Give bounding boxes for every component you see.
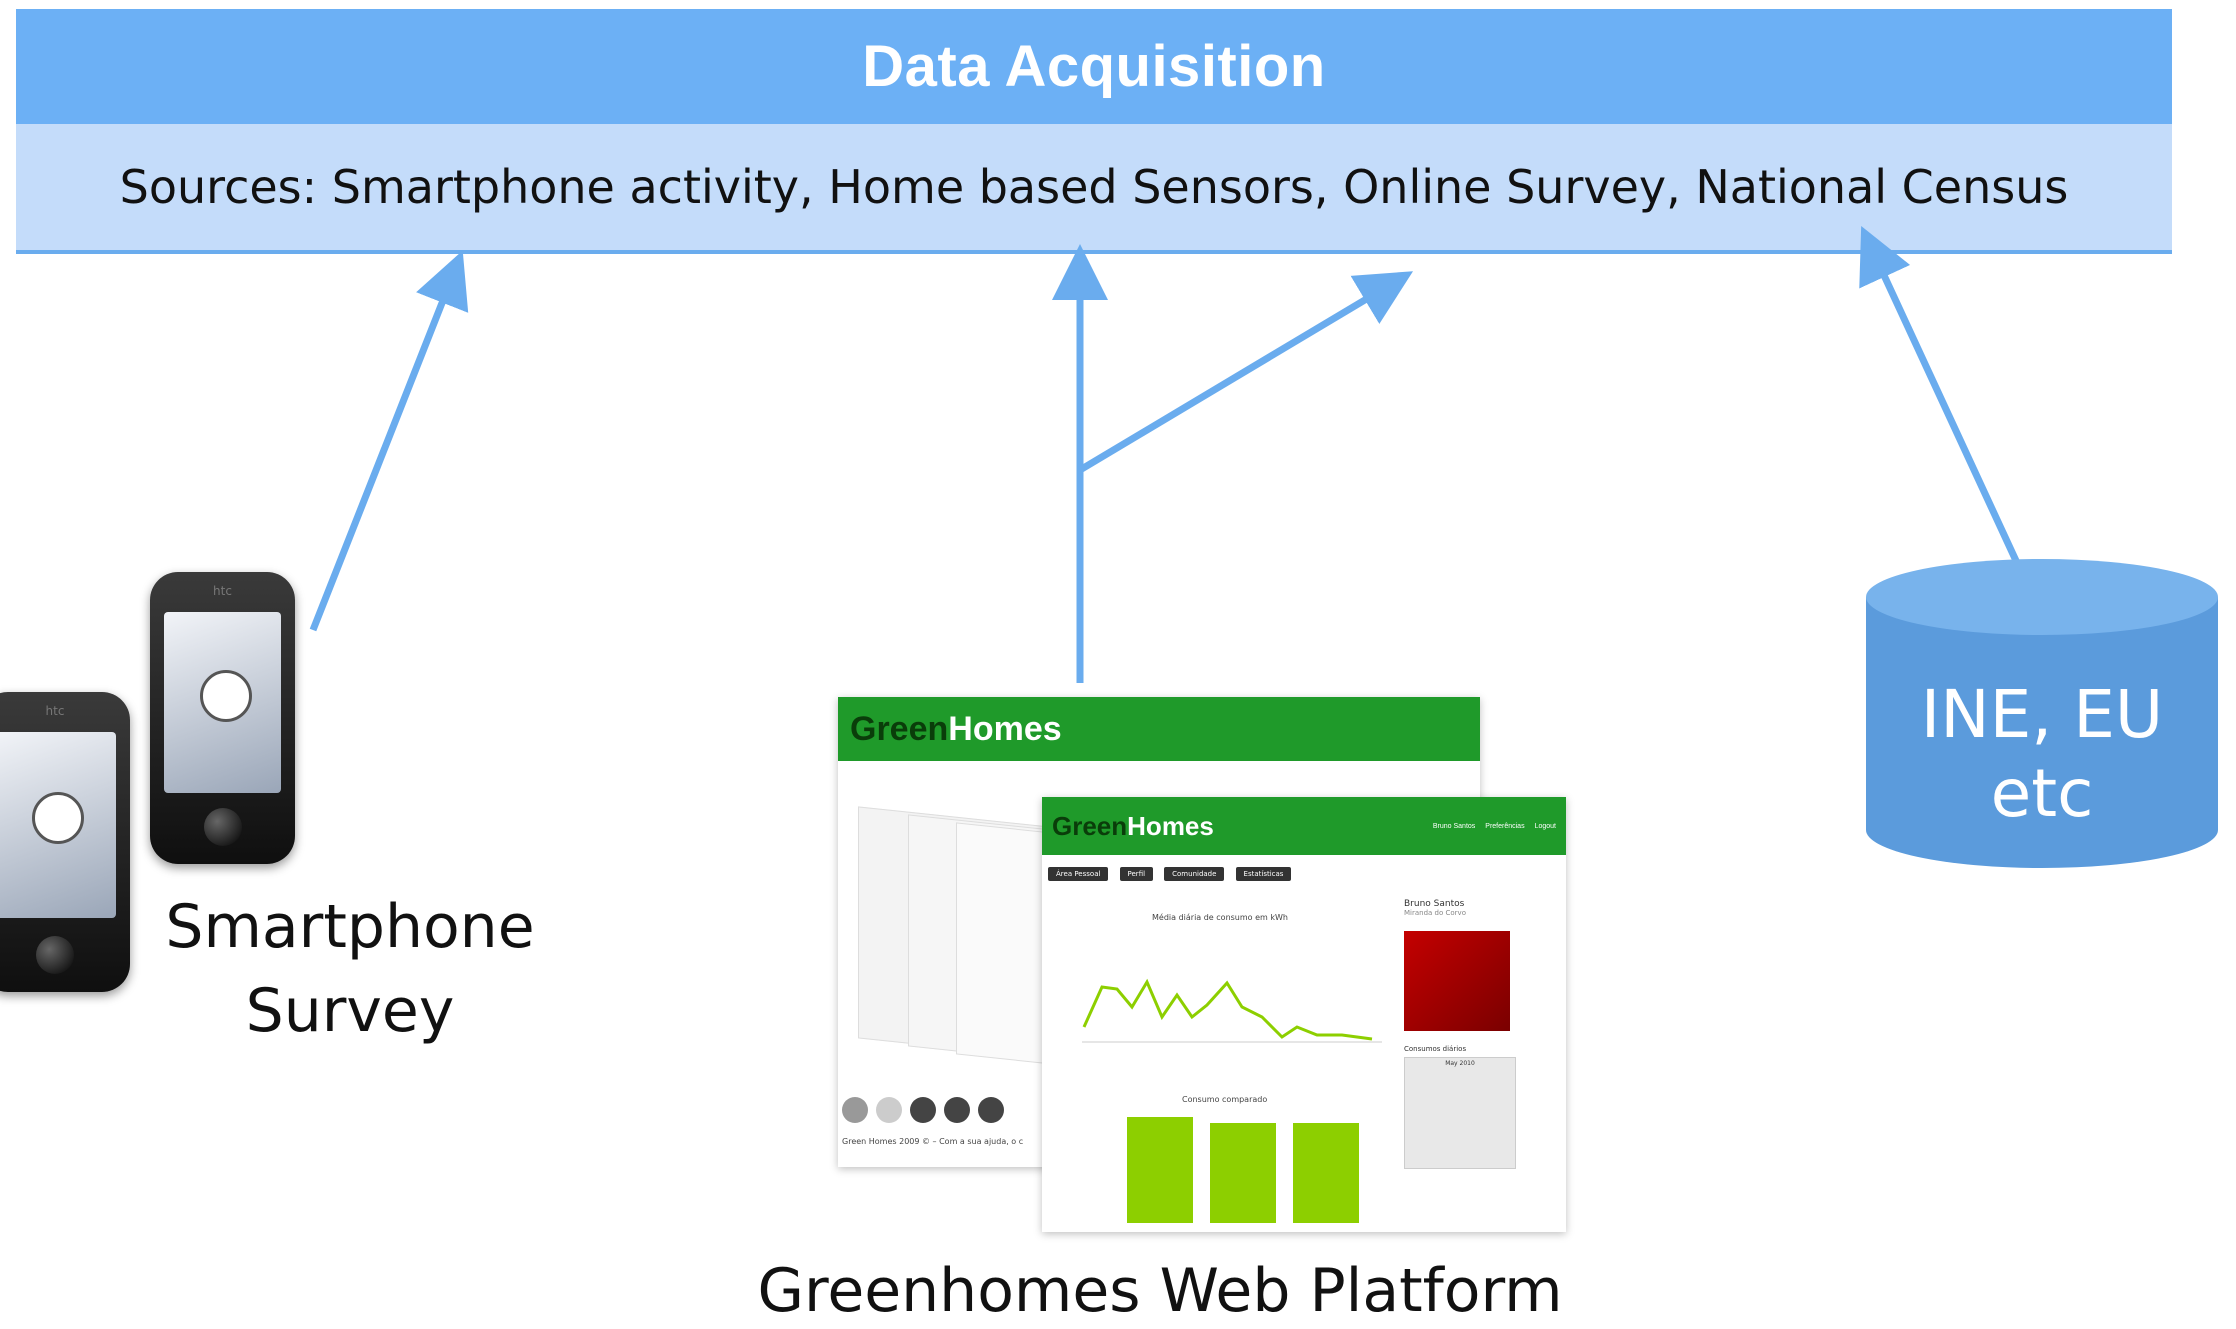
database-label-line2: etc (1990, 755, 2094, 833)
sources-bar: Sources: Smartphone activity, Home based… (16, 124, 2172, 254)
arrow-web-branch (1078, 271, 1414, 474)
sources-text: Sources: Smartphone activity, Home based… (119, 160, 2069, 214)
smartphone-front: htc (0, 692, 130, 992)
header-bar: Data Acquisition (16, 9, 2172, 124)
tab-comunidade[interactable]: Comunidade (1164, 867, 1225, 881)
arrow-database (1859, 225, 2022, 567)
clock-icon (32, 791, 84, 844)
database-cylinder (1866, 559, 2218, 868)
nav-user[interactable]: Bruno Santos (1432, 822, 1476, 830)
database-label: INE, EU etc (1866, 675, 2218, 833)
profile-place: Miranda do Corvo (1404, 909, 1466, 917)
smartphone-caption: Smartphone Survey (150, 885, 550, 1053)
nav-preferences[interactable]: Preferências (1485, 822, 1525, 830)
clock-icon (199, 669, 252, 722)
logo-homes: Homes (1127, 810, 1214, 841)
calendar: May 2010 (1404, 1057, 1516, 1169)
tab-perfil[interactable]: Perfil (1119, 867, 1154, 881)
smartphone-caption-line1: Smartphone (165, 892, 535, 962)
logo-green: Green (850, 709, 949, 748)
database-label-line1: INE, EU (1920, 676, 2164, 753)
web-platform-caption: Greenhomes Web Platform (757, 1256, 1563, 1326)
logo-green: Green (1052, 810, 1128, 841)
header-title: Data Acquisition (862, 34, 1326, 99)
arrow-smartphone (309, 250, 469, 632)
logo-homes: Homes (948, 709, 1062, 748)
bar-portugal (1293, 1123, 1359, 1223)
chart2-legend: Consumo comparado (1182, 1095, 1268, 1104)
bar-bruno (1127, 1117, 1193, 1223)
calendar-month: May 2010 (1445, 1060, 1475, 1067)
web-screenshot-front: GreenHomes Bruno Santos Preferências Log… (1042, 797, 1566, 1232)
smartphone-caption-line2: Survey (245, 976, 455, 1046)
avatar (1404, 931, 1510, 1031)
profile-name: Bruno Santos (1404, 899, 1465, 909)
line-chart (1082, 978, 1382, 1043)
smartphone-back: htc (150, 572, 295, 864)
calendar-title: Consumos diários (1404, 1045, 1467, 1053)
footer-logos (842, 1097, 1004, 1123)
web-footer: Green Homes 2009 © – Com a sua ajuda, o … (842, 1137, 1024, 1146)
bar-coimbra (1210, 1123, 1276, 1223)
tab-area-pessoal[interactable]: Área Pessoal (1048, 867, 1109, 881)
chart1-legend: Média diária de consumo em kWh (1152, 913, 1288, 922)
tab-estatisticas[interactable]: Estatísticas (1235, 867, 1292, 881)
nav-logout[interactable]: Logout (1534, 822, 1556, 830)
